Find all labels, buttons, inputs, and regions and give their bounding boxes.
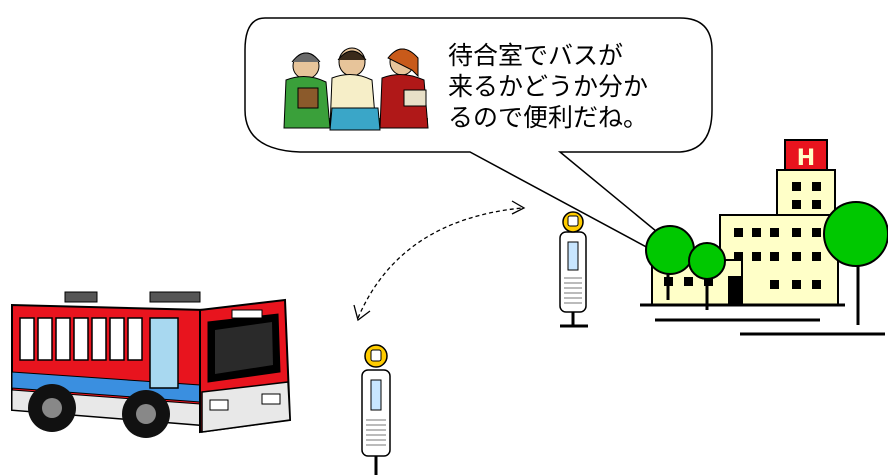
bus-icon <box>11 291 292 438</box>
arrow-heads <box>353 200 526 322</box>
hospital-building <box>640 139 885 336</box>
waiting-people-icon <box>283 47 429 131</box>
bus-stop-sign-upper <box>559 211 588 328</box>
tree-icon <box>645 201 888 325</box>
hospital-sign-letter: H <box>797 146 815 171</box>
bus-stop-sign-lower <box>361 344 391 475</box>
speech-line: 待合室でバスが <box>448 41 624 70</box>
speech-bubble-text: 待合室でバスが 来るかどうか分か るので便利だね。 <box>448 40 688 133</box>
speech-line: 来るかどうか分か <box>448 72 649 101</box>
speech-line: るので便利だね。 <box>448 103 649 132</box>
signal-arrow <box>357 207 523 319</box>
